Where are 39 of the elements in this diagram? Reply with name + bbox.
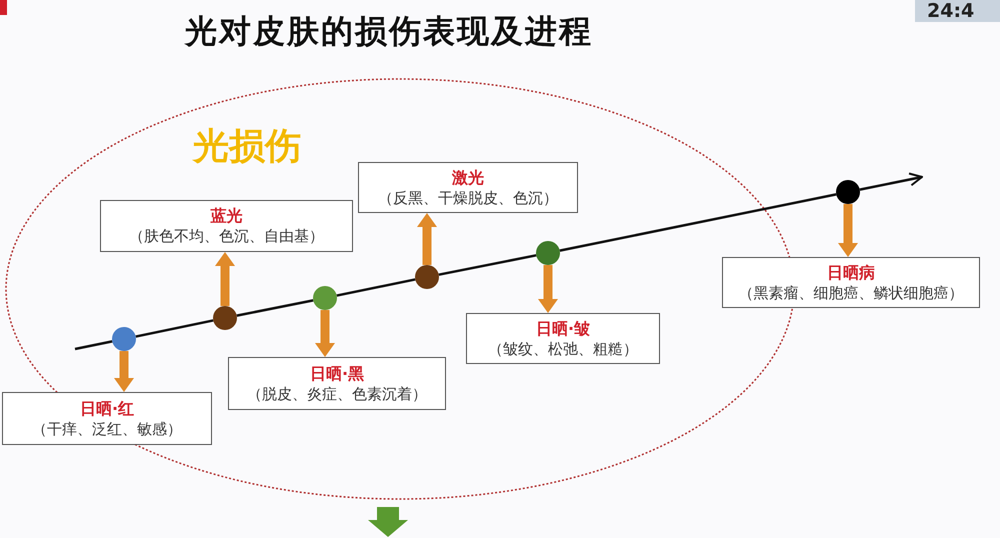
- box-description: （反黑、干燥脱皮、色沉）: [378, 188, 558, 208]
- timeline-line: [336, 278, 416, 297]
- block-arrow: [114, 351, 134, 392]
- timeline-arrow: [860, 172, 923, 191]
- timeline-line: [560, 193, 836, 252]
- block-arrow: [215, 252, 235, 306]
- block-arrow: [538, 265, 558, 313]
- timeline-dot: [313, 286, 337, 310]
- timeline-dot: [536, 241, 560, 265]
- timeline-dot: [213, 306, 237, 330]
- box-heading: 激光: [452, 168, 484, 188]
- timestamp-label: 24:4: [915, 0, 1000, 22]
- block-arrow: [417, 213, 437, 265]
- info-box: [358, 162, 578, 213]
- block-arrow: [315, 310, 335, 357]
- timeline-line: [236, 299, 314, 317]
- info-box: [228, 357, 446, 410]
- timeline-line: [438, 254, 536, 276]
- box-heading: 日晒·皱: [536, 318, 590, 338]
- info-box: [722, 257, 980, 308]
- timeline-dot: [415, 265, 439, 289]
- box-description: （脱皮、炎症、色素沉着）: [247, 384, 427, 404]
- info-box: [100, 200, 353, 252]
- box-description: （干痒、泛红、敏感）: [32, 418, 182, 438]
- timeline-dot: [112, 327, 136, 351]
- timeline-line: [136, 319, 214, 338]
- timeline-line: [74, 340, 112, 350]
- box-description: （黑素瘤、细胞癌、鳞状细胞癌）: [738, 282, 964, 302]
- group-title: 光损伤: [193, 125, 301, 169]
- timeline-dot: [836, 180, 860, 204]
- info-box: [466, 313, 660, 364]
- box-heading: 日晒·黑: [310, 364, 364, 384]
- slide-title: 光对皮肤的损伤表现及进程: [185, 11, 593, 52]
- box-heading: 日晒病: [827, 262, 875, 282]
- box-heading: 蓝光: [210, 206, 242, 226]
- box-heading: 日晒·红: [80, 398, 134, 418]
- block-arrow: [838, 204, 858, 257]
- box-description: （肤色不均、色沉、自由基）: [129, 226, 324, 246]
- box-description: （皱纹、松弛、粗糙）: [488, 338, 638, 358]
